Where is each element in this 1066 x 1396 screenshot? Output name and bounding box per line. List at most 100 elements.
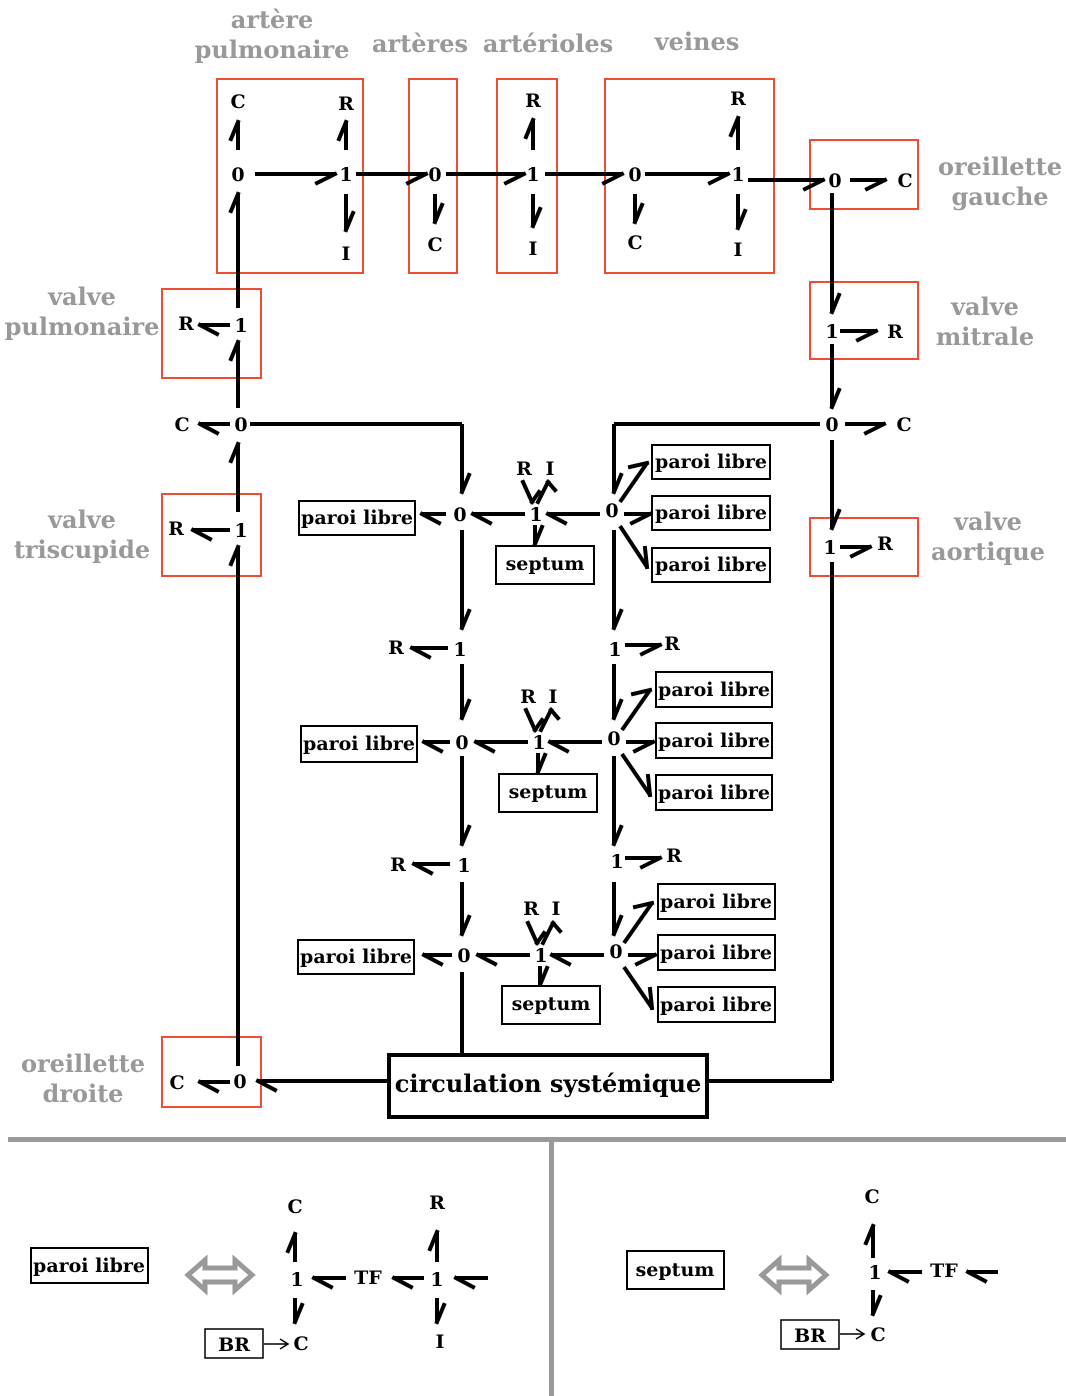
label-arteres: artères [372,29,468,58]
box-septum: septum [509,781,588,803]
frame-valve-pulmonaire [161,288,262,379]
box-septum: septum [512,993,591,1015]
node-c: C [230,91,245,113]
node-glyphs: C 0 R 1 I 0 C R 1 I 0 C R 1 I 0 C 1 R 0 … [168,88,912,1094]
node-r: R [178,313,194,335]
node-r: R [388,637,404,659]
node-zero: 0 [428,164,441,186]
legend-paroi-libre: paroi libre BR C 1 C TF 1 R I [30,1192,488,1359]
legend-tf: TF [354,1267,382,1289]
node-zero: 0 [457,945,470,967]
node-i: I [549,686,558,708]
legend-c: C [870,1324,885,1346]
node-c: C [169,1072,184,1094]
frame-oreillette-droite [161,1036,262,1108]
node-one: 1 [529,504,542,526]
node-i: I [529,238,538,260]
legend-c: C [287,1196,302,1218]
node-zero: 0 [231,164,244,186]
node-zero: 0 [825,414,838,436]
node-i: I [342,243,351,265]
node-r: R [168,518,184,540]
node-r: R [523,898,539,920]
node-r: R [520,686,536,708]
node-one: 1 [825,321,838,343]
node-r: R [390,854,406,876]
node-r: R [887,321,903,343]
node-i: I [546,458,555,480]
legend-br: BR [218,1334,250,1356]
node-c: C [897,170,912,192]
node-c: C [896,414,911,436]
box-paroi-libre: paroi libre [300,946,412,968]
legend-separators [8,1137,1066,1396]
node-zero: 0 [234,414,247,436]
node-c: C [174,414,189,436]
legend-one: 1 [430,1269,443,1291]
node-c: C [427,234,442,256]
legend-br: BR [794,1325,826,1347]
node-one: 1 [610,851,623,873]
node-zero: 0 [628,164,641,186]
label-arterioles: artérioles [483,29,613,58]
node-zero: 0 [605,500,618,522]
node-zero: 0 [453,504,466,526]
node-zero: 0 [609,941,622,963]
node-i: I [552,898,561,920]
node-zero: 0 [828,170,841,192]
box-paroi-libre: paroi libre [655,451,767,473]
node-one: 1 [731,164,744,186]
node-r: R [664,633,680,655]
node-r: R [516,458,532,480]
node-r: R [525,90,541,112]
box-paroi-libre: paroi libre [660,942,772,964]
node-i: I [734,239,743,261]
box-paroi-libre: paroi libre [658,679,770,701]
node-r: R [338,93,354,115]
legend-box-paroi-libre: paroi libre [33,1255,145,1277]
box-paroi-libre: paroi libre [658,730,770,752]
frame-valve-triscupide [161,493,262,577]
box-circulation-systemique: circulation systémique [395,1069,701,1098]
box-paroi-libre: paroi libre [303,733,415,755]
node-one: 1 [823,537,836,559]
box-paroi-libre: paroi libre [660,891,772,913]
box-paroi-libre: paroi libre [655,554,767,576]
frame-oreillette-gauche [809,139,919,210]
legend-i: I [436,1331,445,1353]
node-one: 1 [339,164,352,186]
legend-c: C [864,1186,879,1208]
section-frames [161,78,919,1108]
node-one: 1 [234,520,247,542]
legend-septum: septum BR C 1 C TF [626,1186,998,1350]
bond-lines [190,115,888,1094]
legend-tf: TF [930,1260,958,1282]
node-one: 1 [234,315,247,337]
node-c: C [627,232,642,254]
node-r: R [730,88,746,110]
legend-r: R [429,1192,445,1214]
box-paroi-libre: paroi libre [658,782,770,804]
node-one: 1 [532,732,545,754]
box-paroi-libre: paroi libre [655,502,767,524]
box-paroi-libre: paroi libre [660,994,772,1016]
node-one: 1 [457,855,470,877]
box-septum: septum [506,553,585,575]
component-boxes: paroi libre septum paroi libre paroi lib… [297,444,776,1119]
node-zero: 0 [233,1071,246,1093]
node-zero: 0 [455,732,468,754]
node-one: 1 [534,945,547,967]
node-zero: 0 [607,728,620,750]
node-one: 1 [608,639,621,661]
legend-box-septum: septum [636,1259,715,1281]
frame-valve-mitrale [809,281,919,360]
legend-one: 1 [290,1269,303,1291]
node-r: R [666,845,682,867]
